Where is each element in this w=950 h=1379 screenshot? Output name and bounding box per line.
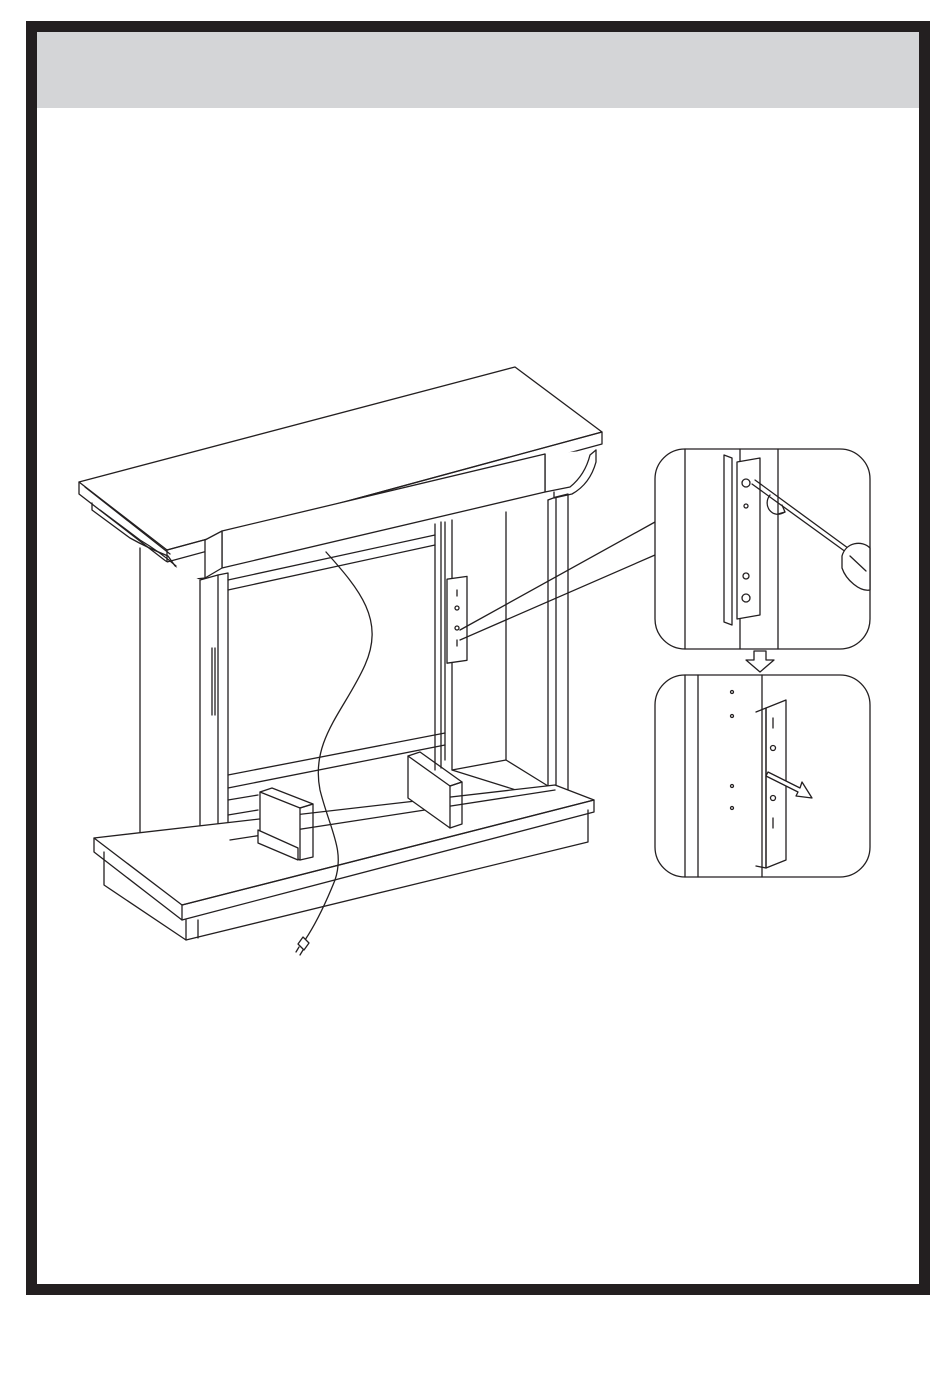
callout-lines	[460, 522, 655, 640]
down-arrow-icon	[746, 651, 774, 672]
power-cord	[296, 552, 372, 955]
detail-bracket-removed	[655, 675, 870, 877]
mantel-top	[79, 367, 602, 580]
detail-screw-removal	[655, 449, 870, 649]
